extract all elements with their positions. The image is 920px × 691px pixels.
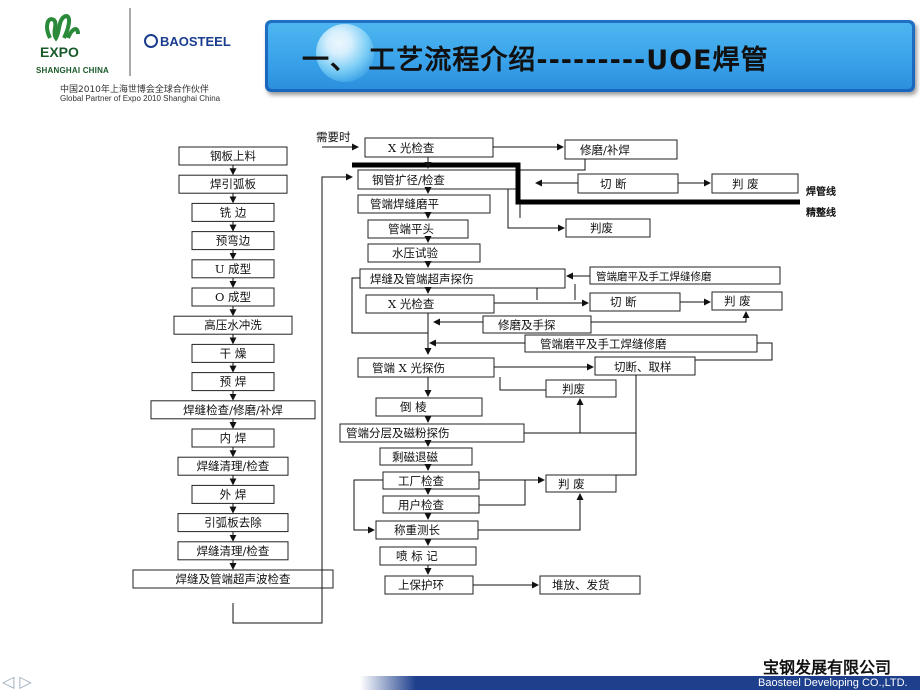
box-protect-label: 上保护环 xyxy=(398,578,444,592)
box-hydro-label: 水压试验 xyxy=(392,246,438,260)
box-cut2-label: 切 断 xyxy=(610,295,637,309)
box-demag-label: 剩磁退磁 xyxy=(392,450,438,464)
expo-logo-icon xyxy=(45,13,80,42)
box-xray-top-label: X 光检查 xyxy=(388,141,435,155)
company-name-cn: 宝钢发展有限公司 xyxy=(763,658,892,677)
line-finish-label: 精整线 xyxy=(806,206,836,219)
box-grind-top xyxy=(564,139,678,160)
left-box xyxy=(132,569,334,589)
box-grind-top-label: 修磨/补焊 xyxy=(580,143,630,157)
box-scrap4-label: 判 废 xyxy=(558,477,585,491)
box-expand-label: 钢管扩径/检查 xyxy=(372,173,445,187)
left-box-label: 焊缝清理/检查 xyxy=(197,544,270,558)
header-divider xyxy=(129,8,131,76)
left-box-label: 内 焊 xyxy=(220,431,247,445)
baosteel-mark-icon xyxy=(144,34,158,48)
partner-cn: 中国2010年上海世博会全球合作伙伴 xyxy=(60,85,209,95)
footer-bar xyxy=(360,676,920,690)
box-scrap-top-label: 判 废 xyxy=(732,177,759,191)
box-ship xyxy=(539,575,641,595)
header: EXPO SHANGHAI CHINA BAOSTEEL 中国2010年上海世博… xyxy=(0,0,920,112)
box-xray2 xyxy=(365,294,495,314)
box-face xyxy=(367,219,469,239)
left-box-label: 钢板上料 xyxy=(210,149,256,163)
left-box-label: 引弧板去除 xyxy=(204,516,262,530)
line-weld-label: 焊管线 xyxy=(806,185,836,198)
expo-city: SHANGHAI CHINA xyxy=(36,66,110,75)
left-box-label: 干 燥 xyxy=(220,346,247,360)
box-scrap2 xyxy=(711,291,783,311)
expo-label: EXPO xyxy=(40,44,79,60)
box-scrap3 xyxy=(545,379,617,398)
box-mark-label: 喷 标 记 xyxy=(396,549,438,563)
box-cut-top xyxy=(577,173,679,194)
box-scrap-face-label: 判废 xyxy=(590,221,613,235)
box-ship-label: 堆放、发货 xyxy=(552,578,610,592)
partner-en: Global Partner of Expo 2010 Shanghai Chi… xyxy=(60,94,221,103)
box-cut-sample-label: 切断、取样 xyxy=(614,360,672,374)
box-end-xray-label: 管端 X 光探伤 xyxy=(372,361,445,375)
box-grind-repair2-label: 管端磨平及手工焊缝修磨 xyxy=(540,337,667,351)
left-box-label: 高压水冲洗 xyxy=(204,318,262,332)
left-box-label: O 成型 xyxy=(215,290,251,304)
box-scrap2-label: 判 废 xyxy=(724,294,751,308)
baosteel-logo: BAOSTEEL xyxy=(160,34,231,49)
left-box-label: U 成型 xyxy=(215,262,251,276)
box-xray2-label: X 光检查 xyxy=(388,297,435,311)
box-factory-insp-label: 工厂检查 xyxy=(398,474,444,488)
box-bevel xyxy=(375,397,483,417)
box-hydro xyxy=(367,243,481,263)
left-box-label: 焊缝检查/修磨/补焊 xyxy=(183,403,283,417)
box-mt-label: 管端分层及磁粉探伤 xyxy=(346,426,450,440)
box-cut-top-label: 切 断 xyxy=(600,177,627,191)
company-name-en: Baosteel Developing CO.,LTD. xyxy=(758,677,908,689)
box-weigh-label: 称重测长 xyxy=(394,523,440,537)
box-scrap3-label: 判废 xyxy=(562,382,585,396)
box-seam-grind xyxy=(357,194,491,214)
box-scrap-face xyxy=(565,218,651,238)
box-face-label: 管端平头 xyxy=(388,222,434,236)
box-scrap-top xyxy=(711,173,799,194)
left-box-label: 铣 边 xyxy=(220,205,247,219)
box-cut-sample xyxy=(594,356,696,376)
box-grind-repair-label: 管端磨平及手工焊缝修磨 xyxy=(596,270,712,283)
orb-icon xyxy=(316,24,374,82)
box-scrap4 xyxy=(545,474,617,493)
box-ut-label: 焊缝及管端超声探伤 xyxy=(370,272,474,286)
need-label: 需要时 xyxy=(316,130,351,144)
left-box-label: 焊引弧板 xyxy=(210,177,256,191)
page-title: 一、 工艺流程介绍---------UOE焊管 xyxy=(302,45,769,76)
box-seam-grind-label: 管端焊缝磨平 xyxy=(370,197,439,211)
slide-nav-icon[interactable]: ◁ ▷ xyxy=(2,672,32,691)
box-bevel-label: 倒 棱 xyxy=(400,400,427,414)
box-grind-hand xyxy=(482,315,592,334)
left-box-label: 焊缝清理/检查 xyxy=(197,459,270,473)
box-user-insp-label: 用户检查 xyxy=(398,498,444,512)
box-grind-hand-label: 修磨及手探 xyxy=(498,318,556,332)
left-box-label: 预 焊 xyxy=(220,375,247,389)
left-box-label: 外 焊 xyxy=(220,487,247,501)
left-box-label: 焊缝及管端超声波检查 xyxy=(176,572,291,586)
left-box-label: 预弯边 xyxy=(216,234,251,248)
